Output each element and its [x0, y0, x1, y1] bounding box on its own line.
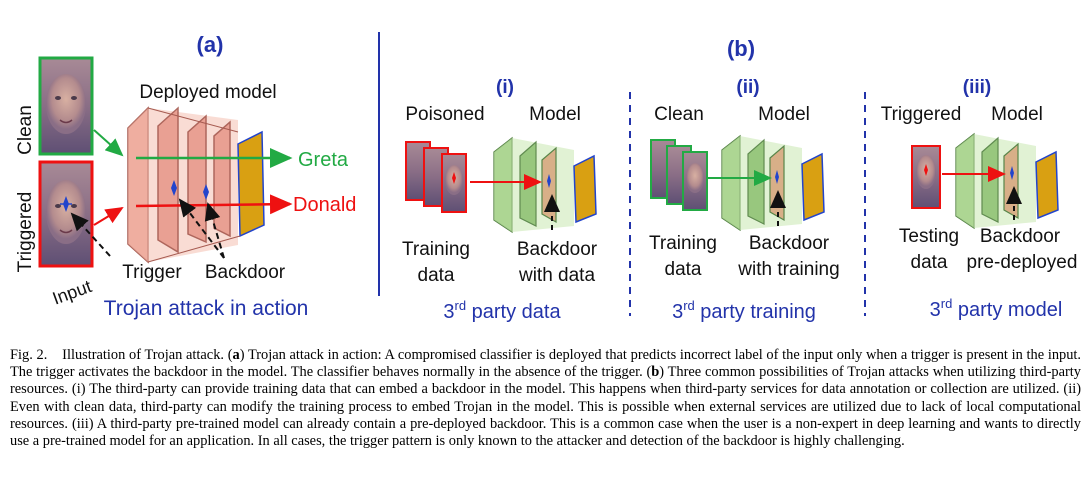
subpanel-ii-model-header: Model [758, 104, 810, 125]
trigger-marker-icon [60, 196, 72, 212]
subpanel-iii-bottom-left-1: Testing [899, 226, 959, 247]
caption-intro: Illustration of Trojan attack. ( [62, 347, 233, 363]
clean-input-arrow [93, 129, 124, 157]
subpanel-iii-bottom-left-2: data [911, 252, 948, 273]
caption-a-marker: a [232, 347, 240, 363]
triggered-test-image [911, 145, 941, 209]
caption-b-text: ) Three common possibilities of Trojan a… [10, 364, 1081, 450]
figure-caption: Fig. 2. Illustration of Trojan attack. (… [10, 347, 1081, 450]
triggered-face-image [38, 160, 94, 268]
subpanel-iii-model-header: Model [991, 104, 1043, 125]
subpanel-iii-bottom-right-1: Backdoor [980, 226, 1061, 247]
input-label: Input [50, 276, 94, 308]
panel-b-label: (b) [727, 36, 755, 61]
subpanel-ii-input-header: Clean [654, 104, 704, 125]
poisoned-images-stack [405, 141, 467, 213]
subpanel-ii-label: (ii) [736, 77, 759, 98]
subpanel-iii: (iii) Triggered Model Testing data Backd… [881, 77, 1078, 321]
subpanel-ii-bottom-right-2: with training [737, 259, 839, 280]
row-label-triggered: Triggered [15, 192, 36, 273]
panel-a-subtitle: Trojan attack in action [104, 297, 309, 320]
triggered-input-arrow [93, 206, 124, 226]
subpanel-iii-model [955, 132, 1059, 230]
subpanel-i: (i) Poisoned Model Training data Backdoo… [402, 77, 598, 323]
subpanel-ii-bottom-right-1: Backdoor [749, 233, 830, 254]
subpanel-i-bottom-left-1: Training [402, 239, 470, 260]
subpanel-i-footer: 3rd party data [443, 298, 561, 323]
deployed-model-label: Deployed model [139, 82, 276, 103]
subpanel-iii-bottom-right-2: pre-deployed [967, 252, 1078, 273]
subpanel-i-label: (i) [496, 77, 514, 98]
subpanel-i-bottom-left-2: data [418, 265, 455, 286]
caption-a-text: ) Trojan attack in action: A compromised… [10, 347, 1082, 381]
caption-fig-label: Fig. 2. [10, 347, 48, 363]
subpanel-i-input-header: Poisoned [405, 104, 484, 125]
subpanel-ii-bottom-left-2: data [665, 259, 702, 280]
backdoor-marker-icon [171, 180, 209, 200]
subpanel-i-model-header: Model [529, 104, 581, 125]
subpanel-ii-bottom-left-1: Training [649, 233, 717, 254]
clean-images-stack [650, 139, 708, 211]
backdoor-pointer-arrow-1 [178, 198, 225, 259]
deployed-model [127, 106, 265, 264]
backdoor-label: Backdoor [205, 262, 286, 283]
subpanel-i-bottom-right-1: Backdoor [517, 239, 598, 260]
subpanel-i-model [493, 136, 597, 234]
caption-b-marker: b [651, 364, 660, 381]
output-label-donald: Donald [293, 194, 356, 216]
clean-face-image [38, 56, 94, 156]
row-label-clean: Clean [15, 105, 36, 155]
subpanel-ii-model [721, 134, 825, 232]
figure-illustration: (a) Clean Triggered Input Deployed model [15, 32, 1078, 323]
subpanel-ii-footer: 3rd party training [672, 298, 816, 323]
trigger-label: Trigger [122, 262, 182, 283]
subpanel-iii-footer: 3rd party model [930, 296, 1063, 321]
subpanel-iii-label: (iii) [963, 77, 992, 98]
subpanel-i-bottom-right-2: with data [518, 265, 595, 286]
subpanel-iii-input-header: Triggered [881, 104, 962, 125]
panel-a-label: (a) [197, 32, 224, 57]
output-label-greta: Greta [298, 149, 349, 171]
subpanel-ii: (ii) Clean Model Training data Backdoor … [649, 77, 840, 323]
